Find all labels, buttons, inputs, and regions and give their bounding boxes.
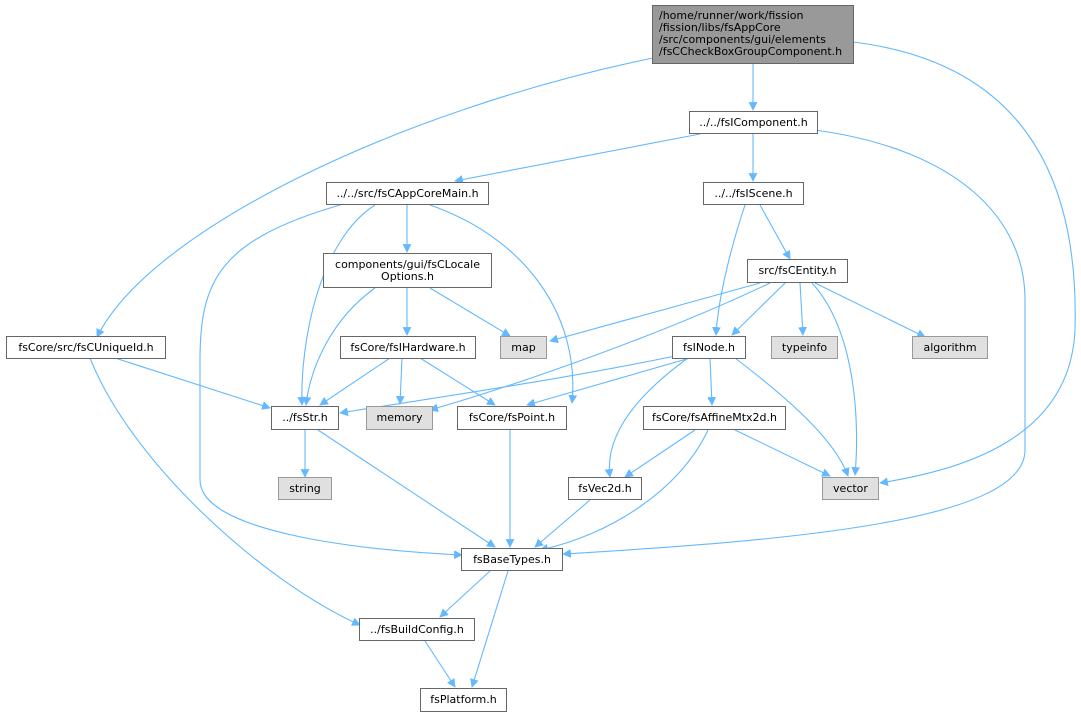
edge-appcoremain-basetypes [199, 204, 463, 560]
node-buildconfig[interactable]: ../fsBuildConfig.h [359, 618, 475, 641]
edge-inode-point [526, 357, 691, 408]
edge-affine-basetypes [539, 429, 709, 553]
edge-affine-vec2d [624, 429, 696, 478]
node-iscene[interactable]: ../../fsIScene.h [703, 182, 804, 205]
node-inode[interactable]: fsINode.h [672, 336, 746, 359]
node-str[interactable]: ../fsStr.h [271, 406, 339, 430]
node-appcoremain[interactable]: ../../src/fsCAppCoreMain.h [326, 182, 489, 205]
edge-inode-str [339, 354, 681, 417]
node-vector: vector [822, 477, 879, 500]
node-affine[interactable]: fsCore/fsAffineMtx2d.h [643, 406, 786, 430]
edge-buildconfig-platform [424, 640, 456, 688]
edge-centity-map [549, 282, 761, 344]
edge-appcoremain-memory [429, 204, 578, 404]
edge-ihardware-memory [395, 357, 405, 405]
edge-uniqueid-buildconfig [89, 357, 361, 626]
edge-appcoremain-str [297, 204, 376, 406]
edge-ihardware-str [319, 357, 391, 406]
edge-centity-vector [811, 282, 861, 476]
edge-affine-vector [734, 429, 831, 477]
edge-ihardware-point [419, 357, 496, 406]
edge-str-basetypes [317, 429, 496, 548]
node-string: string [278, 477, 332, 500]
edge-inode-vec2d [604, 357, 689, 478]
node-algorithm: algorithm [912, 336, 988, 359]
edge-inode-affine [707, 357, 717, 406]
node-typeinfo: typeinfo [771, 336, 838, 359]
node-root-file: /home/runner/work/fission /fission/libs/… [652, 5, 854, 64]
edge-inode-vector [734, 357, 850, 477]
edge-centity-algorithm [814, 282, 926, 338]
node-memory: memory [366, 406, 433, 430]
edge-vec2d-basetypes [534, 499, 591, 548]
edge-localeoptions-map [429, 287, 511, 337]
edge-basetypes-buildconfig [439, 570, 491, 618]
edge-iscene-inode [712, 204, 746, 336]
node-platform[interactable]: fsPlatform.h [420, 688, 507, 712]
edge-icomponent-basetypes [562, 129, 1026, 558]
edge-centity-memory [429, 282, 771, 413]
node-vec2d[interactable]: fsVec2d.h [568, 477, 642, 500]
edge-centity-typeinfo [798, 282, 807, 336]
node-map: map [500, 336, 547, 359]
node-ihardware[interactable]: fsCore/fsIHardware.h [340, 336, 476, 359]
node-icomponent[interactable]: ../../fsIComponent.h [689, 111, 818, 134]
edge-centity-inode [731, 282, 786, 336]
edge-localeoptions-str [302, 287, 376, 406]
node-localeoptions[interactable]: components/gui/fsCLocale Options.h [323, 253, 492, 288]
node-basetypes[interactable]: fsBaseTypes.h [461, 548, 563, 571]
node-uniqueid[interactable]: fsCore/src/fsCUniqueId.h [6, 336, 166, 359]
node-point[interactable]: fsCore/fsPoint.h [457, 406, 567, 430]
edge-icomponent-appcoremain [454, 133, 701, 184]
node-centity[interactable]: src/fsCEntity.h [747, 259, 848, 283]
edge-root-vector [852, 41, 1076, 487]
edge-iscene-centity [759, 204, 791, 260]
edge-root-uniqueid [96, 57, 654, 338]
edge-uniqueid-str [114, 357, 271, 410]
edge-basetypes-platform [470, 570, 509, 688]
